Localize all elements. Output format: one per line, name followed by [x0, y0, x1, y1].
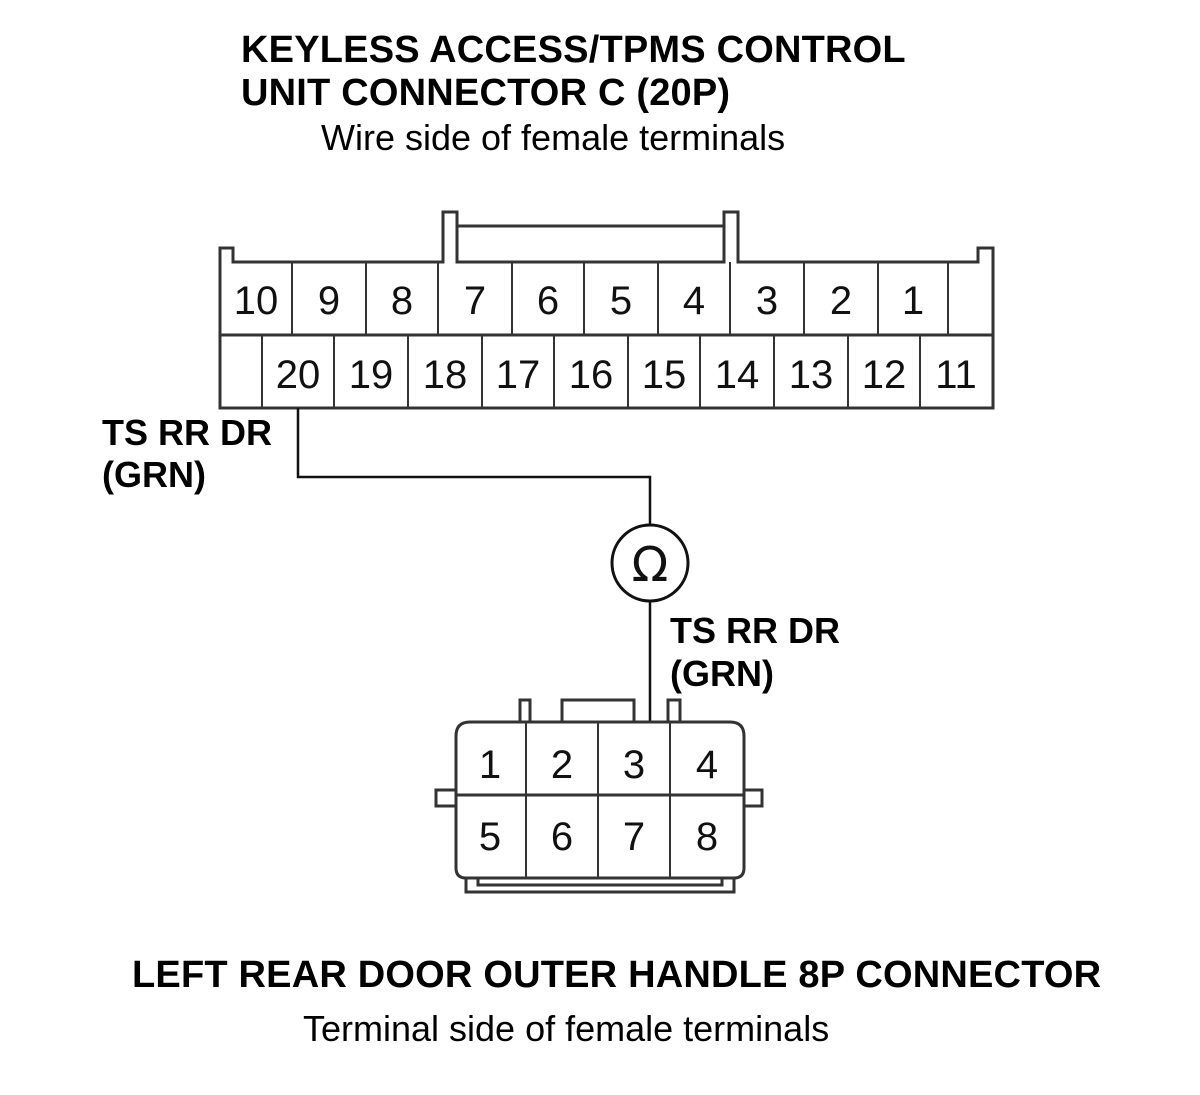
top-connector-outline	[218, 210, 995, 410]
ohm-symbol: Ω	[632, 537, 669, 593]
top-connector-title-line1: KEYLESS ACCESS/TPMS CONTROL	[241, 29, 906, 71]
wire-label-bottom-line2: (GRN)	[670, 653, 774, 694]
top-pin-2: 2	[830, 279, 852, 323]
top-pin-15: 15	[642, 353, 687, 397]
top-pin-17: 17	[496, 353, 541, 397]
bottom-connector-subtitle: Terminal side of female terminals	[303, 1008, 830, 1049]
bottom-pin-3: 3	[623, 743, 645, 787]
top-pin-19: 19	[349, 353, 394, 397]
top-pin-9: 9	[318, 279, 340, 323]
top-connector-row1-dividers	[291, 262, 949, 335]
wire-label-top-line2: (GRN)	[102, 454, 206, 495]
top-pin-8: 8	[391, 279, 413, 323]
top-pin-16: 16	[569, 353, 614, 397]
bottom-pin-1: 1	[479, 743, 501, 787]
top-pin-6: 6	[537, 279, 559, 323]
top-pin-3: 3	[756, 279, 778, 323]
ohmmeter-icon: Ω	[610, 523, 690, 603]
top-pin-11: 11	[935, 353, 977, 397]
top-pin-20: 20	[276, 353, 321, 397]
top-pin-14: 14	[715, 353, 760, 397]
top-pin-7: 7	[464, 279, 486, 323]
top-pin-10: 10	[234, 279, 279, 323]
bottom-pin-8: 8	[696, 815, 718, 859]
wire-label-bottom-line1: TS RR DR	[670, 610, 840, 651]
top-pin-1: 1	[902, 279, 924, 323]
wire-top	[296, 408, 652, 525]
bottom-connector-title: LEFT REAR DOOR OUTER HANDLE 8P CONNECTOR	[132, 954, 1102, 996]
wire-label-top-line1: TS RR DR	[102, 412, 272, 453]
bottom-pin-2: 2	[551, 743, 573, 787]
bottom-connector-dividers	[525, 722, 671, 878]
top-connector-row2-dividers	[261, 335, 921, 408]
top-connector-title-line2: UNIT CONNECTOR C (20P)	[241, 72, 731, 114]
bottom-pin-5: 5	[479, 815, 501, 859]
bottom-connector-outline	[434, 698, 764, 894]
bottom-pin-7: 7	[623, 815, 645, 859]
top-connector-subtitle: Wire side of female terminals	[321, 117, 786, 158]
top-pin-4: 4	[683, 279, 705, 323]
top-pin-18: 18	[423, 353, 468, 397]
bottom-pin-6: 6	[551, 815, 573, 859]
top-pin-13: 13	[789, 353, 834, 397]
top-pin-12: 12	[862, 353, 907, 397]
top-pin-5: 5	[610, 279, 632, 323]
bottom-pin-4: 4	[696, 743, 718, 787]
